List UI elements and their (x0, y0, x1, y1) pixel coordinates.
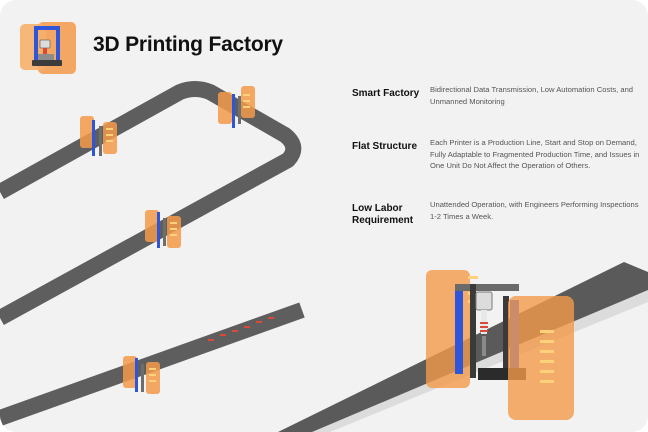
conveyor-belt-upper (0, 81, 302, 326)
feature-description: Unattended Operation, with Engineers Per… (430, 200, 639, 221)
feature-title: Flat Structure (352, 141, 418, 152)
printer-station-2 (218, 86, 255, 128)
feature-description: Each Printer is a Production Line, Start… (430, 138, 640, 170)
printer-station-1 (80, 116, 117, 156)
feature-title: Smart Factory (352, 88, 420, 99)
feature-title: Low Labor Requirement (352, 203, 414, 226)
printer-station-3 (145, 210, 181, 248)
printer-station-4 (123, 356, 160, 394)
page-title: 3D Printing Factory (93, 33, 283, 56)
printer-large (426, 270, 574, 420)
feature-description: Bidirectional Data Transmission, Low Aut… (430, 85, 634, 106)
3d-printer-icon (20, 22, 76, 74)
